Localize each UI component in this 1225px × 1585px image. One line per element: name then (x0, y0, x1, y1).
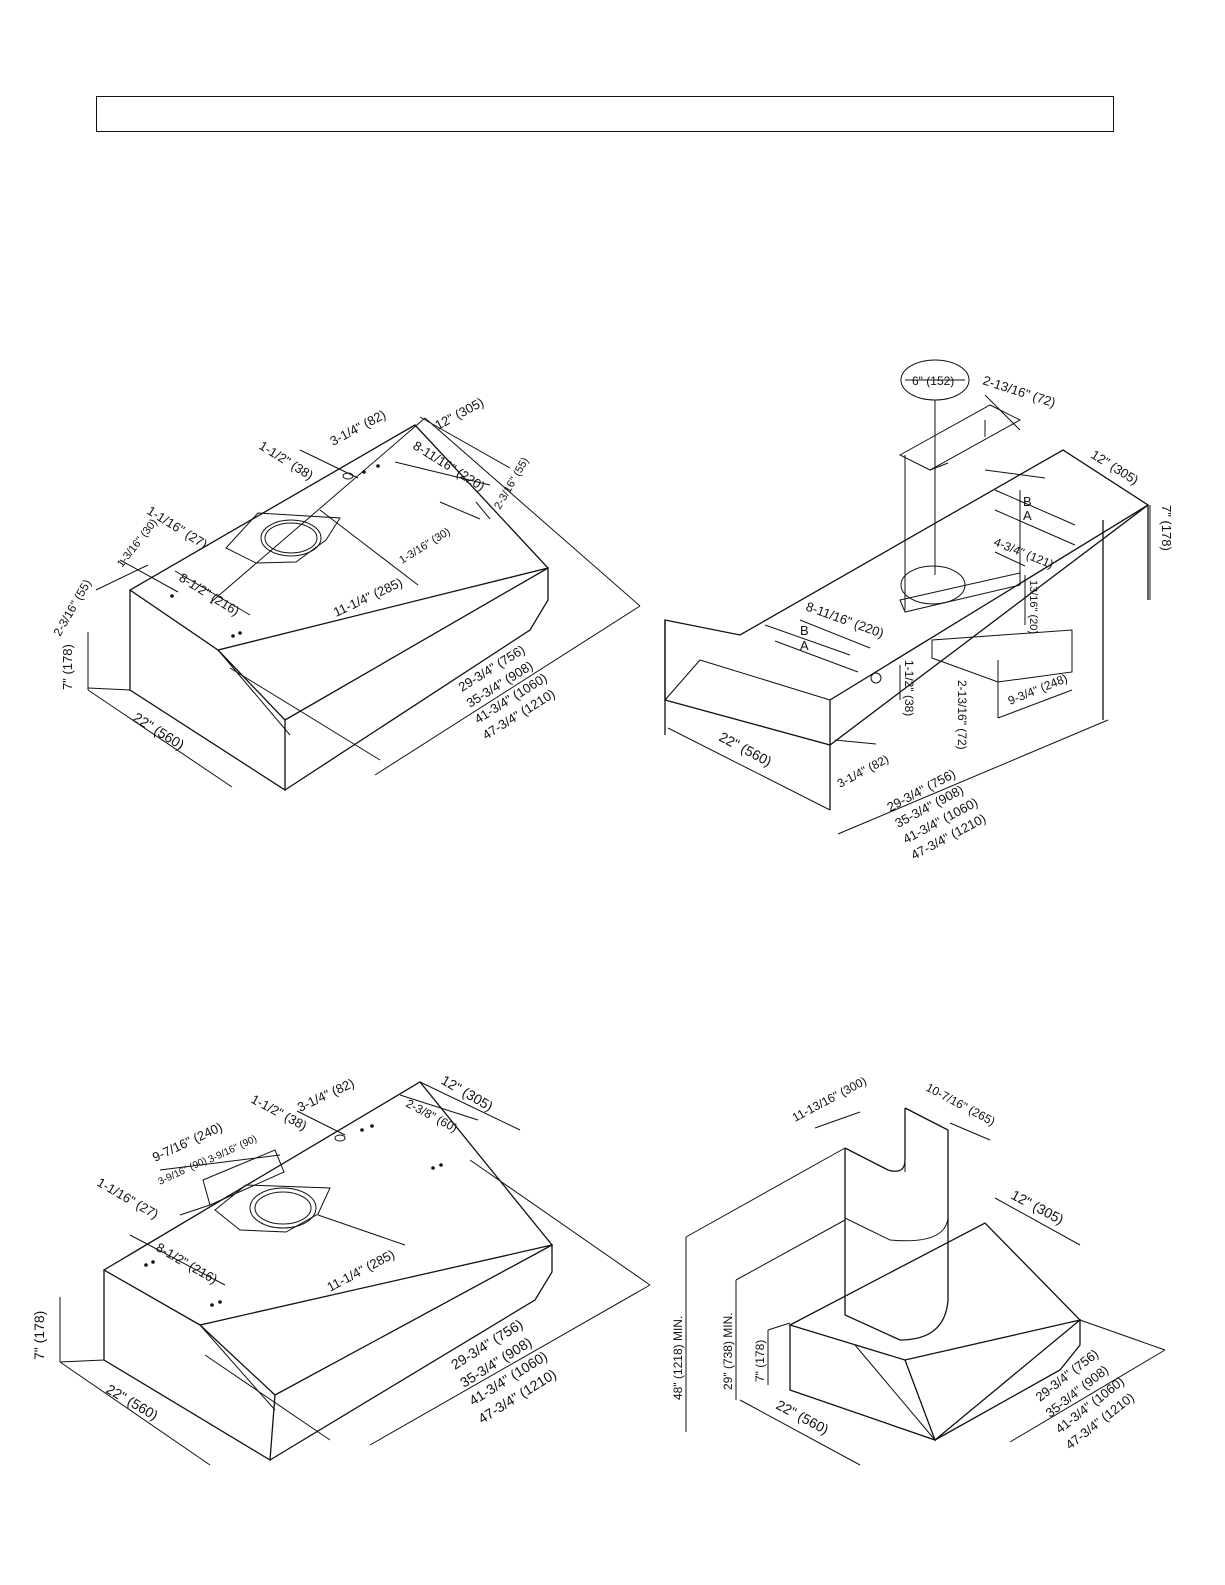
dim-7: 7" (178) (753, 1340, 767, 1382)
label-a-left: A (800, 638, 809, 653)
hood-body-1 (87, 424, 550, 792)
hood-body-3 (59, 1081, 554, 1462)
dim-48: 48" (1218) MIN. (671, 1316, 685, 1400)
dim-7: 7" (178) (60, 644, 75, 690)
slots-2 (764, 489, 1076, 684)
dim-10-7-16: 10-7/16" (265) (924, 1080, 998, 1128)
dim-7: 7" (178) (1159, 505, 1174, 551)
label-b-left: B (800, 623, 809, 638)
blower-opening-3 (202, 1149, 331, 1233)
dim-7: 7" (178) (31, 1311, 47, 1360)
dimension-lines-1 (87, 416, 641, 788)
label-b-right: B (1023, 494, 1032, 509)
hood-body-4 (788, 1222, 1082, 1442)
dim-6: 6" (152) (912, 374, 954, 388)
dimension-lines-3 (59, 1081, 651, 1466)
label-a-right: A (1023, 508, 1032, 523)
chimney-3 (844, 1107, 949, 1341)
dim-22: 22" (560) (774, 1397, 832, 1438)
dim-11-13-16: 11-13/16" (300) (790, 1074, 869, 1125)
dimension-lines-4 (685, 1111, 1166, 1466)
dim-2-13-16: 2-13/16" (72) (955, 680, 969, 750)
dim-13-16: 13/16" (20) (1027, 580, 1039, 634)
duct-assembly-2 (898, 359, 1046, 613)
mounting-holes-3 (144, 1124, 443, 1307)
dimension-lines-2 (667, 379, 1151, 835)
dim-29: 29" (738) MIN. (721, 1312, 735, 1390)
dim-1-1-2: 1-1/2" (38) (902, 660, 916, 716)
mounting-holes-1 (170, 464, 380, 638)
header-box (96, 96, 1114, 132)
